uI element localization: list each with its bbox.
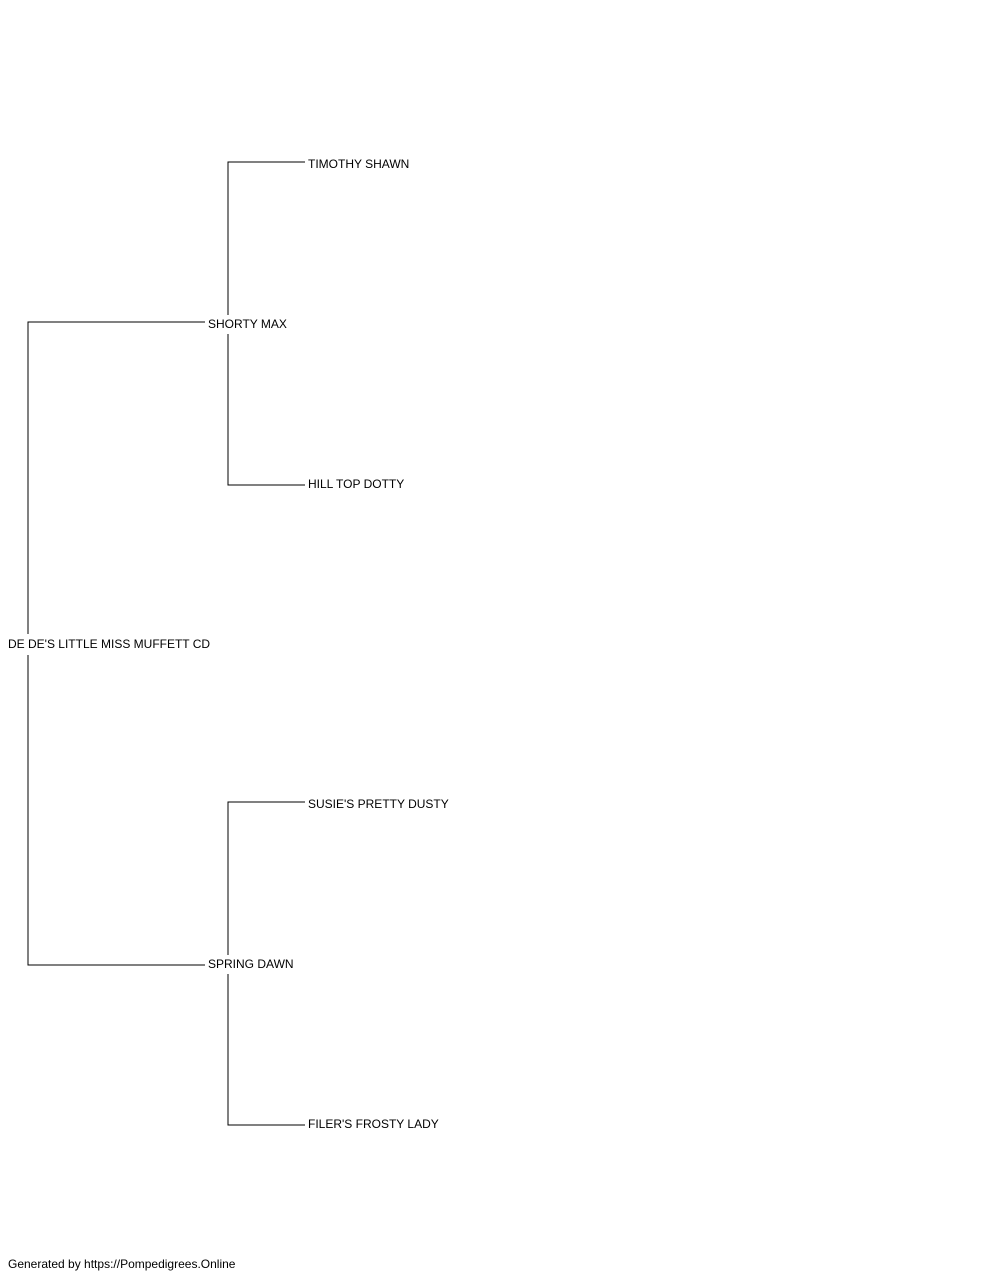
connector-sire-to-sire-sire bbox=[227, 161, 305, 315]
generated-by-footer: Generated by https://Pompedigrees.Online bbox=[8, 1257, 236, 1271]
sire-dam-name: HILL TOP DOTTY bbox=[308, 477, 404, 491]
dam-name: SPRING DAWN bbox=[208, 957, 294, 971]
connector-sire-to-sire-dam bbox=[227, 334, 305, 486]
connector-dam-to-dam-dam bbox=[227, 974, 305, 1126]
dam-dam-name: FILER'S FROSTY LADY bbox=[308, 1117, 439, 1131]
connector-subject-to-dam bbox=[27, 655, 205, 966]
sire-name: SHORTY MAX bbox=[208, 317, 287, 331]
sire-sire-name: TIMOTHY SHAWN bbox=[308, 157, 409, 171]
dam-sire-name: SUSIE'S PRETTY DUSTY bbox=[308, 797, 449, 811]
subject-name: DE DE'S LITTLE MISS MUFFETT CD bbox=[8, 637, 210, 651]
connector-subject-to-sire bbox=[27, 321, 205, 634]
connector-dam-to-dam-sire bbox=[227, 801, 305, 955]
